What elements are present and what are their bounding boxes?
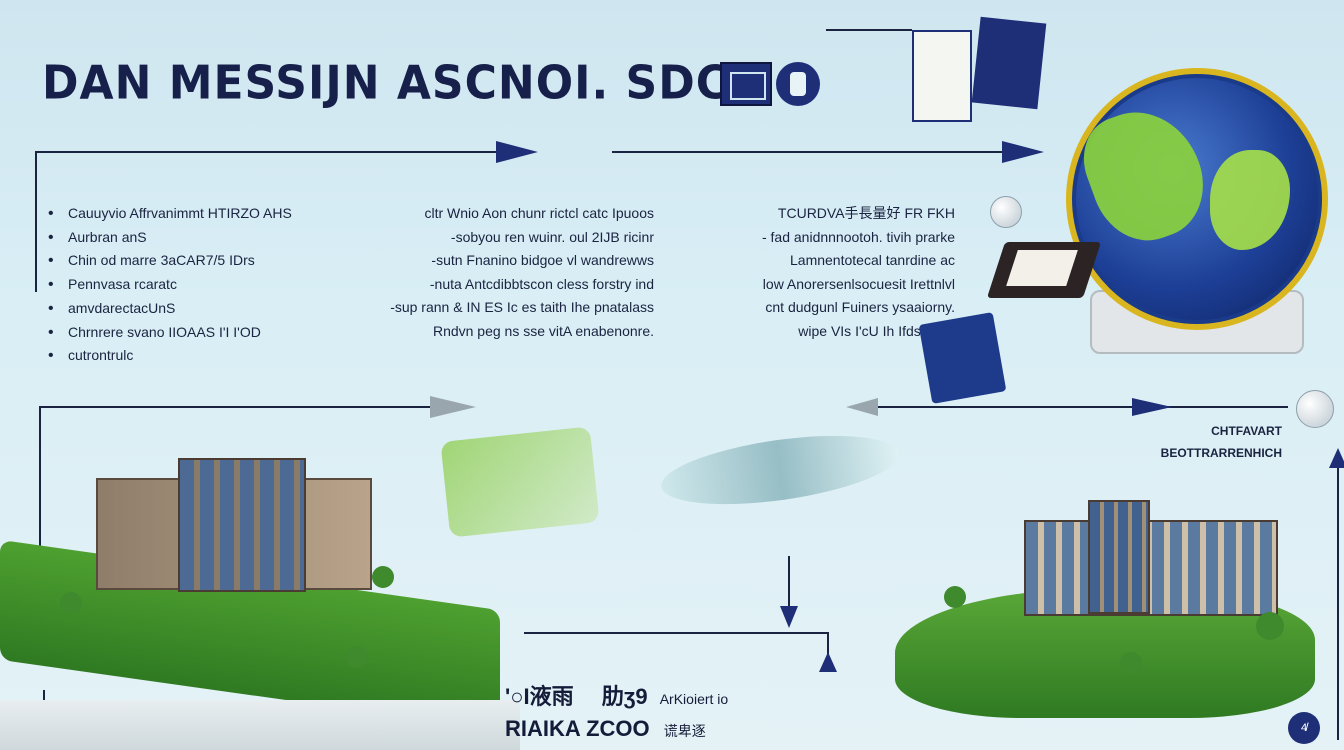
connector-top-left	[35, 151, 508, 292]
arrow-right-3	[1132, 398, 1172, 416]
corner-badge: 4̸̸	[1288, 712, 1320, 744]
text-line: low Anorersenlsocuesit Irettnlvl	[762, 275, 955, 292]
bottom-caption: '○I液雨 肋ʒ9 ArKioiert io RIAIKA ZCOO 谎卑逐	[505, 682, 728, 746]
list-item: Chrnrere svano IIOAAS I'I I'OD	[48, 321, 292, 345]
passport-icon	[971, 16, 1047, 110]
connector-bottom-box	[524, 632, 829, 670]
tree-icon	[346, 646, 368, 668]
tree-icon	[372, 566, 394, 588]
list-item: Aurbran anS	[48, 226, 292, 250]
caption-text: '○I液雨	[505, 684, 574, 709]
text-line: cltr Wnio Aon chunr rictcl catc Ipuoos	[424, 205, 654, 221]
list-item: Cauuyvio Affrvanimmt HTIRZO AHS	[48, 202, 292, 226]
middle-text-block: cltr Wnio Aon chunr rictcl catc Ipuoos -…	[368, 202, 654, 343]
annotation-label: CHTFAVART BEOTTRARRENHICH	[1150, 420, 1282, 464]
list-item: Chin od marre 3aCAR7/5 IDrs	[48, 249, 292, 273]
caption-text: 谎卑逐	[663, 723, 706, 739]
text-line: Rndvn peg ns sse vitA enabenonre.	[432, 322, 654, 339]
list-item: Pennvasa rcaratc	[48, 273, 292, 297]
connector-mid-left	[39, 406, 448, 600]
passport-icon	[918, 312, 1007, 404]
feature-list: Cauuyvio Affrvanimmt HTIRZO AHS Aurbran …	[48, 202, 292, 368]
list-item: cutrontrulc	[48, 344, 292, 368]
campus-building-tower	[178, 458, 306, 592]
arrow-up-bottom	[819, 652, 837, 672]
text-line: -sup rann & IN ES Ic es taith Ihe pnatal…	[390, 299, 654, 315]
campus-building	[1024, 520, 1278, 616]
caption-text: ArKioiert io	[659, 691, 729, 707]
text-line: cnt dudgunl Fuiners ysaaiorny.	[765, 299, 955, 315]
orb-icon	[990, 196, 1022, 228]
campus-building-tower	[1088, 500, 1150, 614]
tree-icon	[1120, 652, 1142, 674]
campus-reflection	[0, 700, 520, 750]
campus-thumbnail	[440, 426, 600, 538]
arrow-grey-right	[430, 396, 476, 418]
text-line: - fad anidnnnootoh. tivih prarke	[761, 228, 955, 245]
document-icon	[1006, 250, 1078, 286]
text-line: Lamnentotecal tanrdine ac	[790, 252, 955, 268]
tree-icon	[60, 592, 82, 614]
arrow-right-1	[496, 141, 538, 163]
text-line: -sobyou ren wuinr. oul 2IJB ricinr	[450, 228, 654, 245]
arrow-down-center	[780, 606, 798, 628]
arrow-up-right	[1329, 448, 1344, 468]
text-line: -nuta Antcdibbtscon cless forstry ind	[429, 275, 654, 292]
orb-icon	[1296, 390, 1334, 428]
book-icon	[912, 30, 972, 122]
page-title: DAN MESSIJN ASCNOI. SDCP	[42, 56, 763, 111]
text-line: -sutn Fnanino bidgoe vl wandrewws	[431, 252, 654, 268]
tree-icon	[944, 586, 966, 608]
tree-icon	[1256, 612, 1284, 640]
annotation-line: BEOTTRARRENHICH	[1160, 446, 1282, 460]
list-item: amvdarectacUnS	[48, 297, 292, 321]
caption-text: 肋ʒ9	[601, 684, 648, 709]
arrow-grey-left	[846, 398, 878, 416]
caption-text: RIAIKA ZCOO	[505, 716, 650, 741]
disc-icon	[776, 62, 820, 106]
right-text-block: TCURDVA手長量好 FR FKH - fad anidnnnootoh. t…	[715, 202, 955, 343]
text-line: wipe VIs I'cU Ih Ifdsonml,	[798, 322, 955, 339]
arrow-right-2	[1002, 141, 1044, 163]
annotation-line: CHTFAVART	[1211, 424, 1282, 438]
book-icon	[720, 62, 772, 106]
text-line: TCURDVA手長量好 FR FKH	[777, 205, 955, 221]
